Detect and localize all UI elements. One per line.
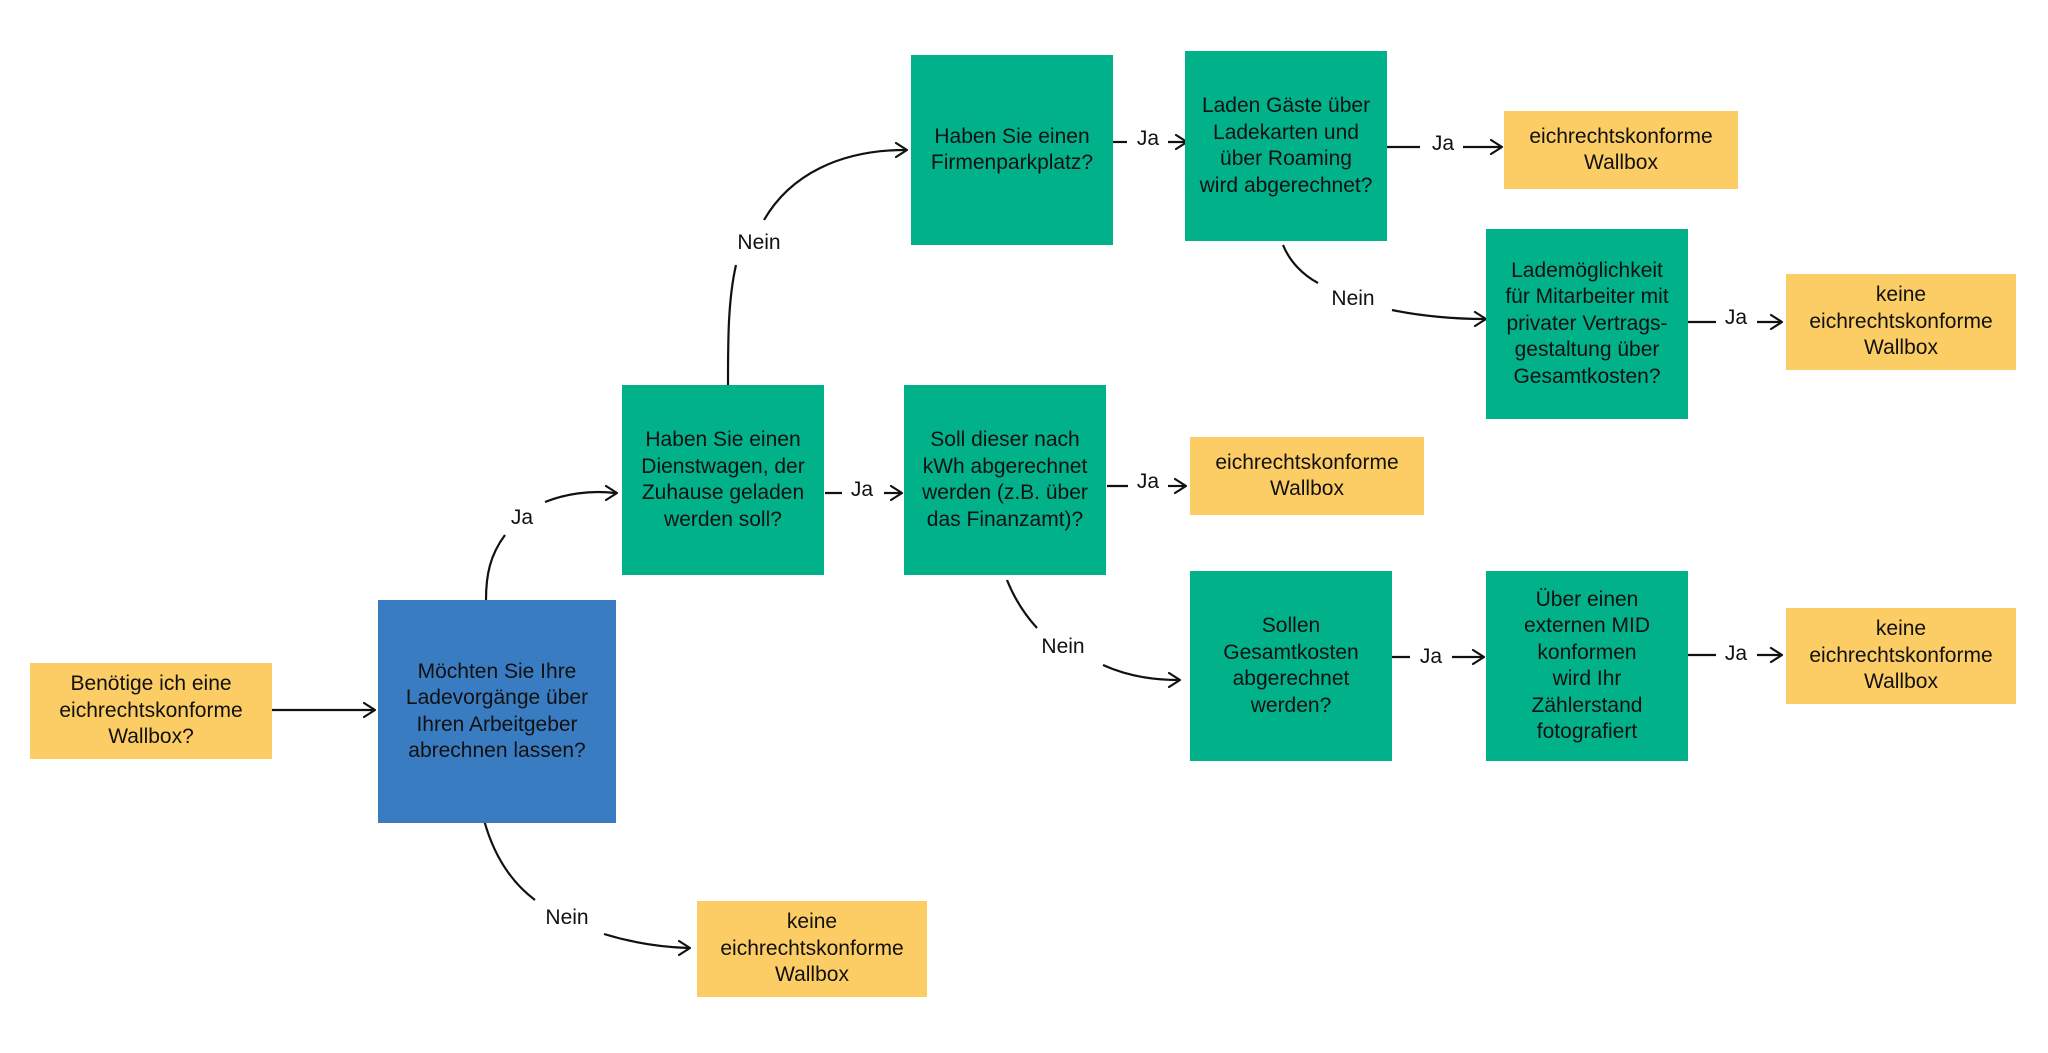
decision-arbeitgeber-text: Möchten Sie Ihre Ladevorgänge über Ihren… xyxy=(405,659,589,763)
edge-label-nein: Nein xyxy=(733,231,785,255)
decision-arbeitgeber: Möchten Sie Ihre Ladevorgänge über Ihren… xyxy=(378,600,616,823)
result-gaeste: eichrechtskonforme Wallbox xyxy=(1504,111,1738,189)
connector-kwh-to-gesamtkosten xyxy=(1005,579,1038,629)
result-keine-bottom: keine eichrechtskonforme Wallbox xyxy=(697,901,927,997)
arrowhead-icon xyxy=(1167,671,1182,689)
decision-kwh-text: Soll dieser nach kWh abgerechnet werden … xyxy=(922,428,1088,531)
arrowhead-icon xyxy=(1489,138,1504,156)
result-mid: keine eichrechtskonforme Wallbox xyxy=(1786,608,2016,704)
result-mid-text: keine eichrechtskonforme Wallbox xyxy=(1809,617,1993,694)
decision-mid: Über einen externen MID konformen wird I… xyxy=(1486,571,1688,761)
edge-label-ja: Ja xyxy=(1720,306,1752,330)
decision-parkplatz: Haben Sie einen Firmenparkplatz? xyxy=(911,55,1113,245)
arrowhead-icon xyxy=(894,141,909,159)
edge-label-ja: Ja xyxy=(1720,642,1752,666)
arrowhead-icon xyxy=(604,484,619,502)
decision-mitarbeiter: Lademöglichkeit für Mitarbeiter mit priv… xyxy=(1486,229,1688,419)
connector-dienstwagen-to-parkplatz-tail xyxy=(763,148,906,221)
decision-kwh: Soll dieser nach kWh abgerechnet werden … xyxy=(904,385,1106,575)
result-mitarbeiter-text: keine eichrechtskonforme Wallbox xyxy=(1809,283,1993,360)
result-kwh: eichrechtskonforme Wallbox xyxy=(1190,437,1424,515)
decision-mid-text: Über einen externen MID konformen wird I… xyxy=(1523,587,1651,744)
connector-arbeitgeber-to-dienstwagen-tail xyxy=(544,490,616,504)
connector-dienstwagen-to-parkplatz xyxy=(726,264,738,386)
edge-label-nein: Nein xyxy=(541,906,593,930)
arrowhead-icon xyxy=(889,484,904,502)
edge-label-nein: Nein xyxy=(1037,635,1089,659)
edge-label-nein: Nein xyxy=(1327,287,1379,311)
connector-kwh-to-gesamtkosten-tail xyxy=(1102,663,1179,682)
edge-label-ja: Ja xyxy=(846,478,878,502)
edge-label-ja: Ja xyxy=(1132,470,1164,494)
connector-arbeitgeber-to-dienstwagen xyxy=(484,534,506,601)
arrowhead-icon xyxy=(677,939,692,957)
result-kwh-text: eichrechtskonforme Wallbox xyxy=(1215,450,1399,501)
arrowhead-icon xyxy=(1471,648,1486,666)
start-node-text: Benötige ich eine eichrechtskonforme Wal… xyxy=(59,672,243,749)
result-mitarbeiter: keine eichrechtskonforme Wallbox xyxy=(1786,274,2016,370)
connector-arbeitgeber-to-keine-tail xyxy=(603,932,689,950)
edge-label-ja: Ja xyxy=(506,506,538,530)
arrowhead-icon xyxy=(1769,313,1784,331)
edge-label-ja: Ja xyxy=(1427,132,1459,156)
decision-parkplatz-text: Haben Sie einen Firmenparkplatz? xyxy=(930,124,1094,175)
decision-dienstwagen-text: Haben Sie einen Dienstwagen, der Zuhause… xyxy=(641,428,805,531)
connector-gaeste-to-mitarbeiter xyxy=(1281,244,1319,284)
arrowhead-icon xyxy=(1769,646,1784,664)
start-node: Benötige ich eine eichrechtskonforme Wal… xyxy=(30,663,272,759)
edge-label-ja: Ja xyxy=(1132,127,1164,151)
arrowhead-icon xyxy=(1173,477,1188,495)
edge-label-ja: Ja xyxy=(1415,645,1447,669)
arrowhead-icon xyxy=(362,701,377,719)
decision-gaeste: Laden Gäste über Ladekarten und über Roa… xyxy=(1185,51,1387,241)
result-keine-bottom-text: keine eichrechtskonforme Wallbox xyxy=(720,910,904,987)
decision-gesamtkosten: Sollen Gesamtkosten abgerechnet werden? xyxy=(1190,571,1392,761)
connector-gaeste-to-mitarbeiter-tail xyxy=(1391,308,1485,321)
connector-arbeitgeber-to-keine xyxy=(482,819,536,901)
decision-gaeste-text: Laden Gäste über Ladekarten und über Roa… xyxy=(1199,94,1373,197)
decision-dienstwagen: Haben Sie einen Dienstwagen, der Zuhause… xyxy=(622,385,824,575)
decision-gesamtkosten-text: Sollen Gesamtkosten abgerechnet werden? xyxy=(1223,614,1359,717)
decision-mitarbeiter-text: Lademöglichkeit für Mitarbeiter mit priv… xyxy=(1505,258,1669,388)
result-gaeste-text: eichrechtskonforme Wallbox xyxy=(1529,124,1713,175)
